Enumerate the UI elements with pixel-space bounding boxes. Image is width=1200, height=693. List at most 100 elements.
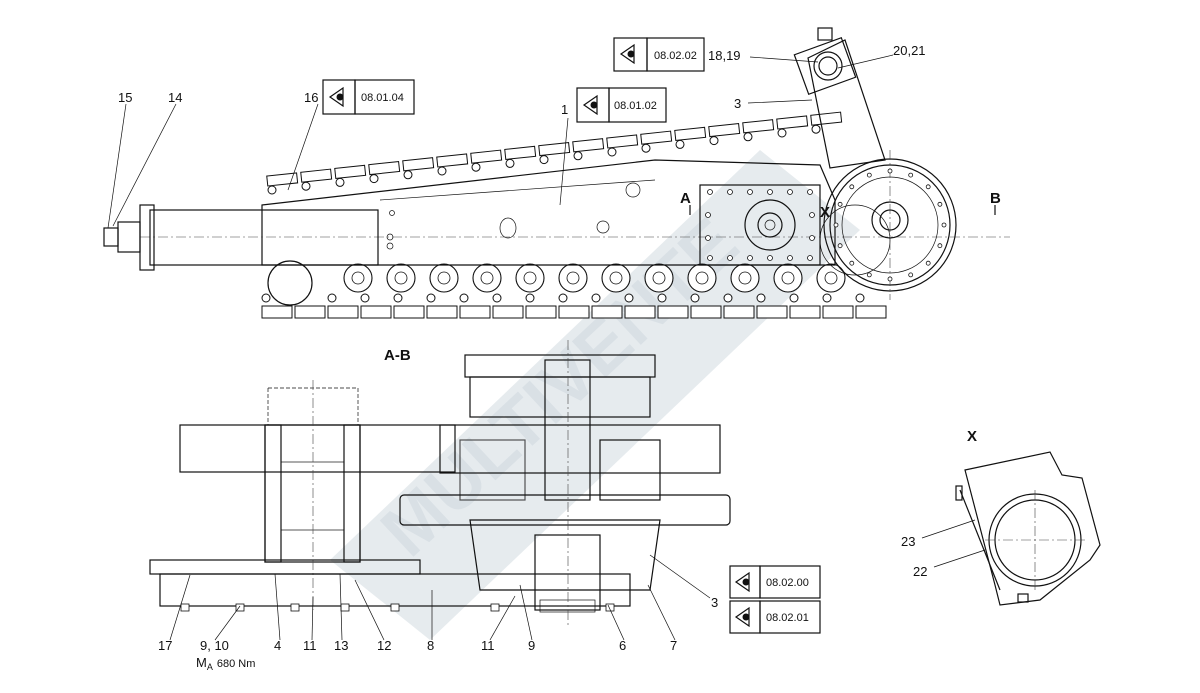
part-label-17: 17 [158,638,172,653]
track-link [525,293,557,319]
track-link [674,126,707,149]
leader-lines-section [169,554,711,641]
track-link [492,293,524,319]
bolt-hole [866,172,872,178]
part-label-4: 4 [274,638,281,653]
reference-box-08-01-02[interactable]: 08.01.02 [576,87,667,123]
leader-lines-top [107,54,894,229]
bolt-hole [887,276,893,282]
bolt-hole [809,212,815,218]
track-link [459,293,491,319]
bolt-hole [705,235,711,241]
part-label-22: 22 [913,564,927,579]
bolt-hole [837,243,843,249]
reference-code: 08.02.02 [654,50,697,62]
upper-track-chain [266,111,843,195]
track-link [708,122,741,146]
detail-title: X [967,428,977,445]
roller [816,263,846,293]
bolt-hole [807,255,813,261]
bolt-hole [807,189,813,195]
track-link [690,293,722,319]
track-link [855,293,887,319]
part-label-6: 6 [619,638,626,653]
track-link [436,153,469,176]
part-label-3-bottom: 3 [711,595,718,610]
reference-code: 08.01.04 [361,92,404,104]
roller [730,263,760,293]
reference-box-08-01-04[interactable]: 08.01.04 [322,79,415,115]
bolt-hole [837,201,843,207]
reference-code: 08.02.00 [766,577,809,589]
track-frame-view: A B X [103,27,1010,319]
part-label-3-top: 3 [734,96,741,111]
reference-box-08-02-02[interactable]: 08.02.02 [613,37,705,72]
bolt-hole [767,255,773,261]
track-link [504,145,537,168]
bolt-head [605,603,615,612]
part-label-1: 1 [561,102,568,117]
track-link [538,141,571,165]
roller [773,263,803,293]
bolt-hole [908,172,914,178]
eye-icon [734,571,750,593]
track-link [756,293,788,319]
bolt-hole [705,212,711,218]
part-label-9-10: 9, 10 [200,638,229,653]
bolt-head [235,603,245,612]
part-label-11-a: 11 [303,638,317,653]
roller [515,263,545,293]
torque-subscript: A [207,662,213,672]
roller [429,263,459,293]
bolt-hole [809,235,815,241]
roller [472,263,502,293]
track-link [591,293,623,319]
part-label-16: 16 [304,90,318,105]
bolt-hole [727,255,733,261]
roller [558,263,588,293]
part-label-9: 9 [528,638,535,653]
bolt-hole [707,255,713,261]
section-title: A-B [384,347,411,364]
part-label-14: 14 [168,90,182,105]
track-link [657,293,689,319]
section-a-b-view: A-B [149,340,731,625]
track-link [558,293,590,319]
eye-icon [582,94,598,116]
track-link [393,293,425,319]
track-link [360,293,392,319]
track-link [822,293,854,319]
track-link [640,130,673,153]
watermark-text: MULTIVENTE [366,203,753,572]
track-link [723,293,755,319]
bolt-hole [727,189,733,195]
bolt-hole [833,222,839,228]
reference-box-08-02-01[interactable]: 08.02.01 [729,600,821,634]
roller [644,263,674,293]
bolt-hole [787,189,793,195]
track-link [334,164,367,187]
track-link [368,160,401,184]
reference-code: 08.02.01 [766,612,809,624]
track-link [606,134,639,157]
track-link [789,293,821,319]
part-label-20-21: 20,21 [893,43,926,58]
reference-boxes: 08.01.04 08.01.02 08.02.02 [322,37,821,634]
part-label-7: 7 [670,638,677,653]
track-link [327,293,359,319]
part-label-8: 8 [427,638,434,653]
bolt-hole [908,272,914,278]
reference-code: 08.01.02 [614,100,657,112]
lower-track-chain [261,293,887,319]
bolt-hole [747,255,753,261]
detail-x-view: X [921,428,1101,606]
cut-b-label: B [990,190,1001,207]
reference-box-08-02-00[interactable]: 08.02.00 [729,565,821,599]
track-link [261,293,293,319]
eye-icon [619,43,635,65]
track-link [810,111,843,134]
bolt-hole [787,255,793,261]
bolt-hole [767,189,773,195]
part-label-12: 12 [377,638,391,653]
